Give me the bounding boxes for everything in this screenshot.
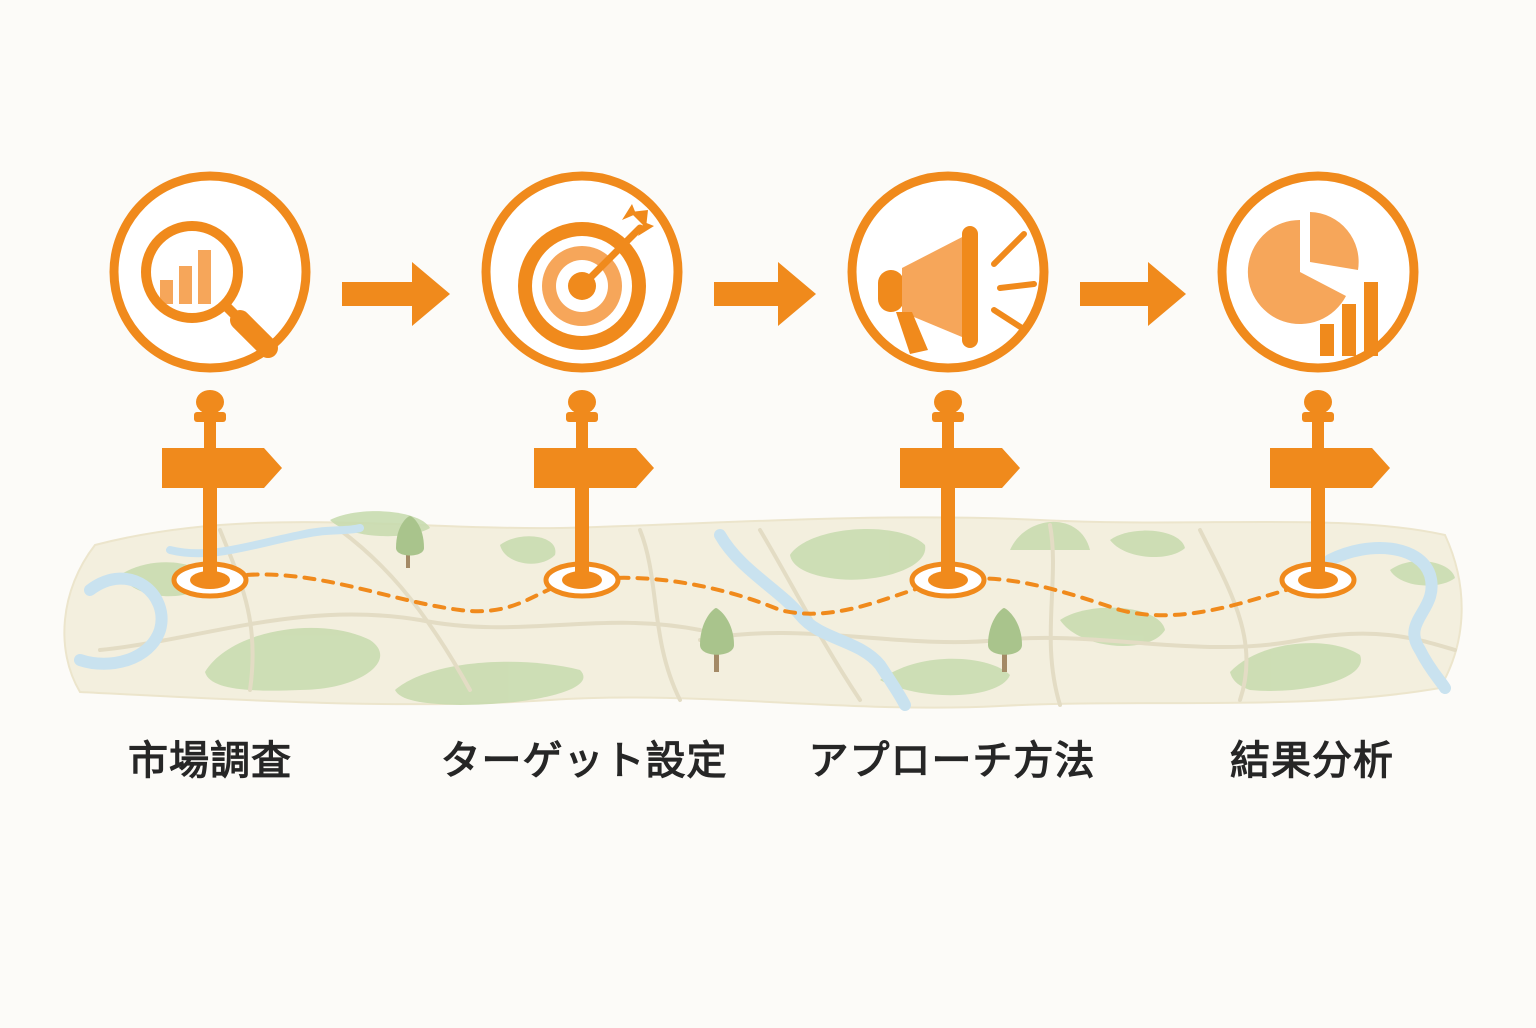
step-label-4: 結果分析 [1230,738,1394,784]
step-pin-1 [109,171,311,599]
step-label-2: ターゲット設定 [440,738,728,784]
map-rivers [74,524,1451,711]
step-pin-3 [847,171,1049,599]
tree-2 [700,608,734,672]
signpost-icon [1270,448,1390,488]
tree-1 [396,516,424,568]
signpost-icon [900,448,1020,488]
map-base [63,511,1463,711]
tree-3 [988,608,1022,672]
signpost-icon [534,448,654,488]
pie-bar-chart-icon [1247,212,1378,356]
target-arrow-icon [518,204,654,350]
dashed-route [208,572,1318,618]
signpost-icon [162,448,282,488]
step-pin-4 [1217,171,1419,599]
step-label-1: 市場調査 [128,738,292,784]
megaphone-icon [878,226,1037,354]
arrow-right-icon [342,262,450,326]
step-connectors [342,262,1186,326]
arrow-right-icon [714,262,816,326]
arrow-right-icon [1080,262,1186,326]
step-label-3: アプローチ方法 [808,738,1096,784]
step-pin-2 [481,171,683,599]
magnifier-bar-chart-icon [141,221,278,358]
step-pins [109,171,1419,599]
